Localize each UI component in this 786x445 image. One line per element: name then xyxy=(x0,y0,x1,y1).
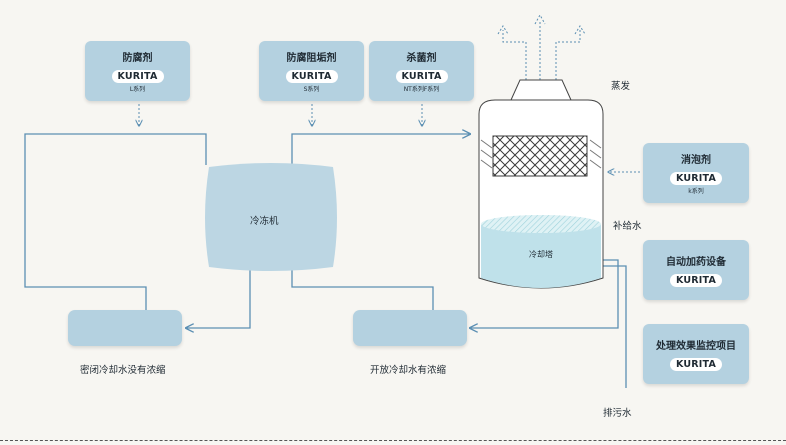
auto-dosing-title: 自动加药设备 xyxy=(666,257,726,268)
biocide-title: 杀菌剂 xyxy=(406,53,437,64)
anticorrosive-scale-series: S系列 xyxy=(303,86,320,93)
anticorrosive-series: L系列 xyxy=(129,86,146,93)
auto-dosing-brand: KURITA xyxy=(670,274,722,287)
cooling-tower-label: 冷却塔 xyxy=(529,250,553,259)
defoamer-series: k系列 xyxy=(688,188,704,195)
closed-loop-lines xyxy=(24,133,251,328)
monitoring-brand: KURITA xyxy=(670,358,722,371)
monitoring-title: 处理效果监控项目 xyxy=(656,341,736,352)
biocide-brand: KURITA xyxy=(395,70,448,83)
anticorrosive-title: 防腐剂 xyxy=(122,53,153,64)
anticorrosive-scale-box[interactable]: 防腐阻垢剂 KURITA S系列 xyxy=(259,41,364,101)
closed-loop-tank[interactable] xyxy=(68,310,182,346)
anticorrosive-box[interactable]: 防腐剂 KURITA L系列 xyxy=(85,41,190,101)
auto-dosing-box[interactable]: 自动加药设备 KURITA xyxy=(643,240,749,300)
anticorrosive-scale-title: 防腐阻垢剂 xyxy=(286,53,337,64)
blowdown-label: 排污水 xyxy=(603,408,632,419)
defoamer-box[interactable]: 消泡剂 KURITA k系列 xyxy=(643,143,749,203)
closed-loop-label: 密闭冷却水没有浓缩 xyxy=(80,365,166,376)
defoamer-title: 消泡剂 xyxy=(681,155,711,166)
dosing-arrows xyxy=(139,104,640,172)
open-loop-tank[interactable] xyxy=(353,310,467,346)
defoamer-brand: KURITA xyxy=(670,172,722,185)
biocide-box[interactable]: 杀菌剂 KURITA NT系列F系列 xyxy=(369,41,474,101)
open-loop-label: 开放冷却水有浓缩 xyxy=(370,365,447,376)
bottom-divider xyxy=(0,440,786,441)
evaporation-arrows xyxy=(497,13,586,80)
makeup-water-label: 补给水 xyxy=(613,221,642,232)
anticorrosive-brand: KURITA xyxy=(111,70,164,83)
evaporation-label: 蒸发 xyxy=(611,81,631,92)
anticorrosive-scale-brand: KURITA xyxy=(285,70,338,83)
open-loop-lines xyxy=(291,134,627,388)
monitoring-box[interactable]: 处理效果监控项目 KURITA xyxy=(643,324,749,384)
chiller[interactable] xyxy=(205,163,337,273)
biocide-series: NT系列F系列 xyxy=(403,86,440,93)
cooling-tower xyxy=(478,79,604,289)
chiller-label: 冷冻机 xyxy=(250,216,279,227)
